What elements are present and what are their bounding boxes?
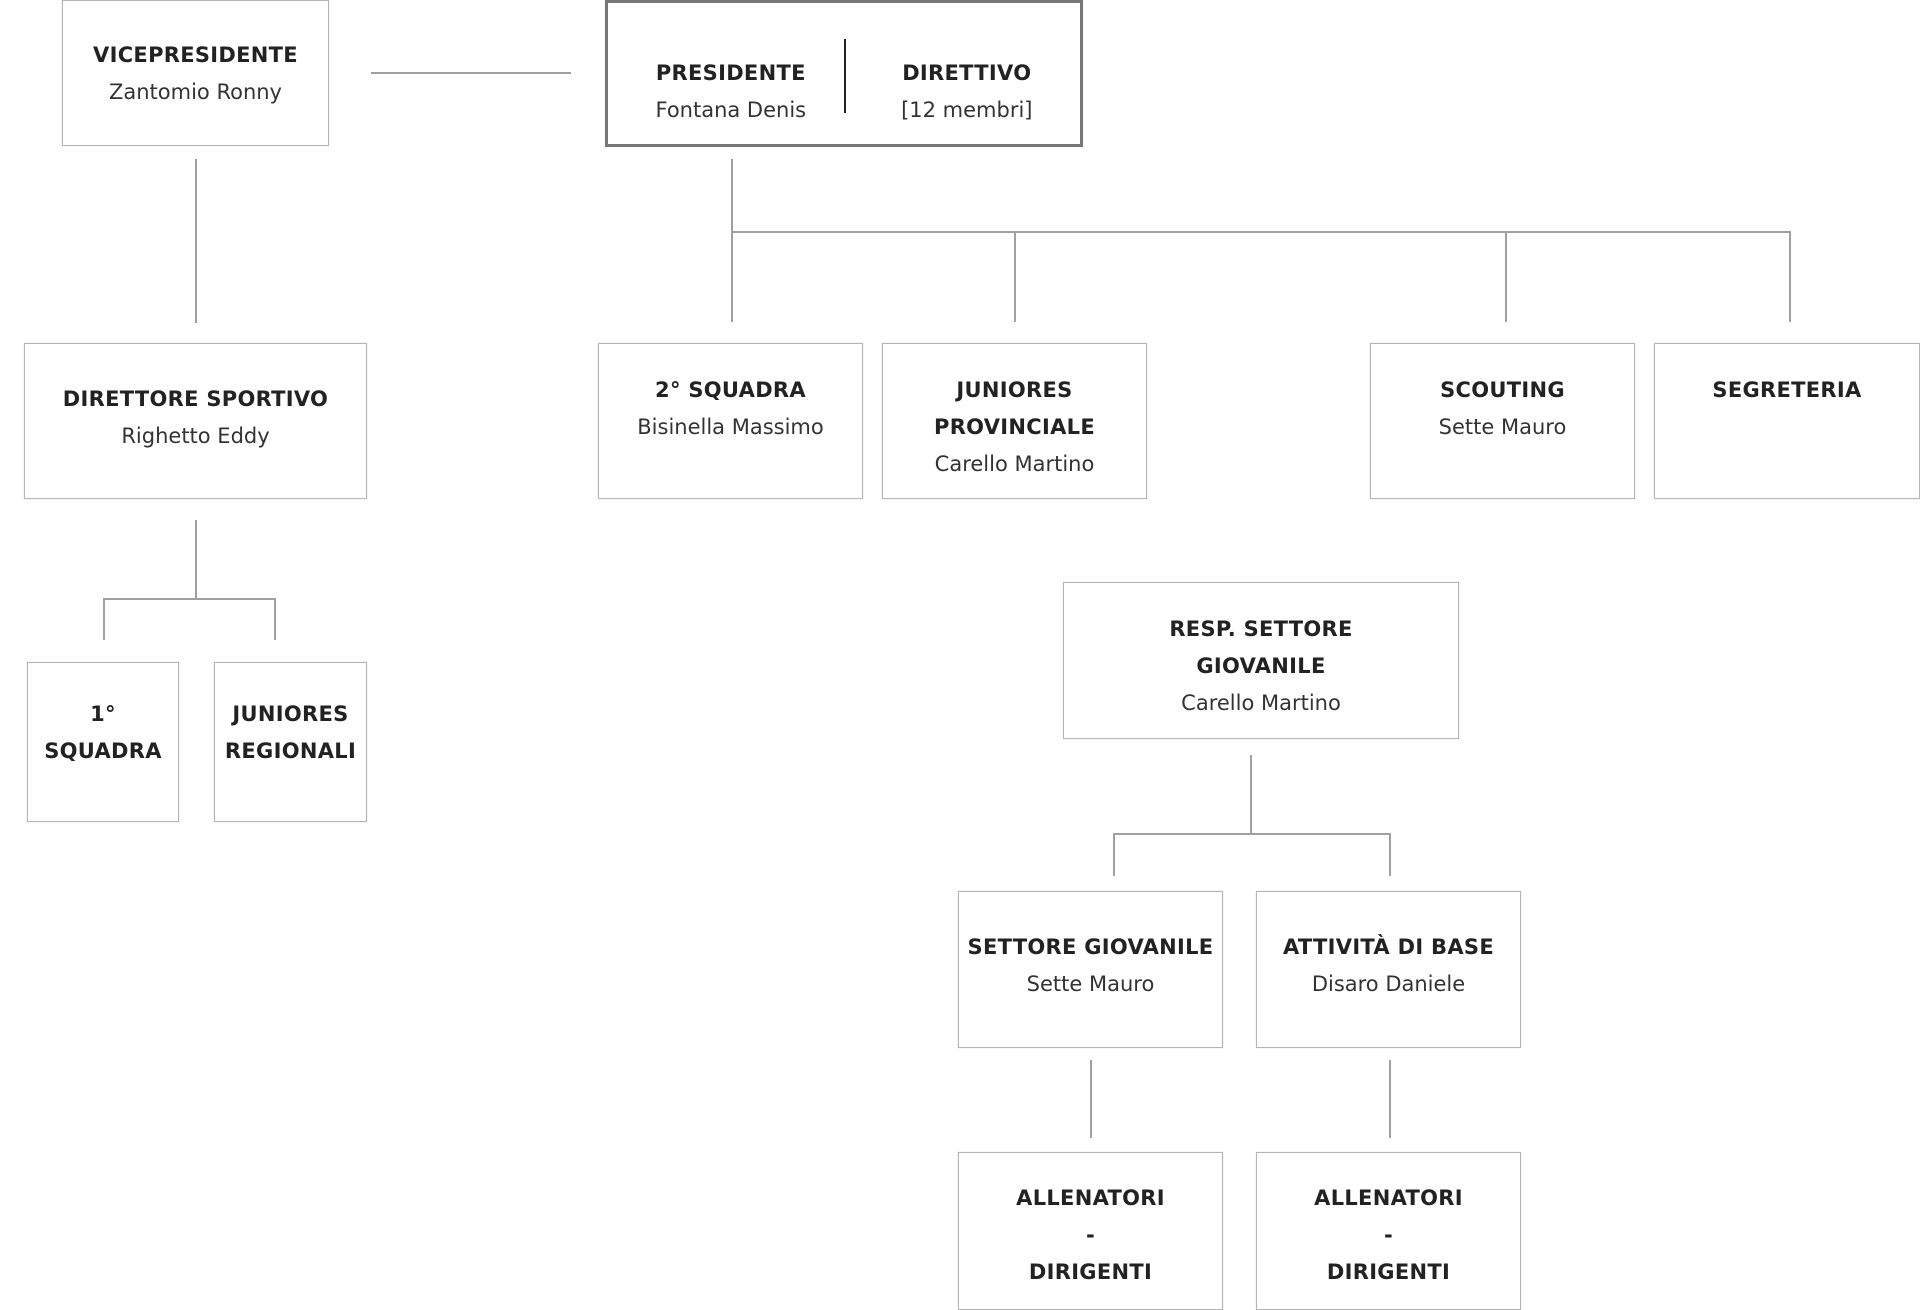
person-name: Disaro Daniele bbox=[1311, 972, 1466, 996]
role-title: SCOUTING bbox=[1440, 378, 1565, 402]
person-name: Righetto Eddy bbox=[121, 424, 270, 448]
resp-settore-giovanile-box: RESP. SETTORE GIOVANILE Carello Martino bbox=[1063, 582, 1459, 739]
segreteria-box: SEGRETERIA bbox=[1654, 343, 1920, 499]
connector-line bbox=[731, 159, 733, 322]
role-title: ATTIVITÀ DI BASE bbox=[1283, 935, 1494, 959]
person-name: Bisinella Massimo bbox=[637, 415, 824, 439]
connector-line bbox=[731, 231, 1789, 233]
role-title: RESP. SETTORE bbox=[1169, 617, 1353, 641]
connector-line bbox=[1090, 1060, 1092, 1138]
role-title: DIRIGENTI bbox=[1028, 1260, 1153, 1284]
person-name: Zantomio Ronny bbox=[108, 80, 282, 104]
divider bbox=[844, 39, 846, 113]
role-title: - bbox=[1383, 1223, 1394, 1247]
direttore-sportivo-box: DIRETTORE SPORTIVO Righetto Eddy bbox=[24, 343, 367, 499]
role-title: DIRETTIVO bbox=[902, 60, 1032, 85]
connector-line bbox=[1789, 231, 1791, 322]
seconda-squadra-box: 2° SQUADRA Bisinella Massimo bbox=[598, 343, 863, 499]
connector-line bbox=[195, 159, 197, 323]
connector-line bbox=[1113, 833, 1390, 835]
vicepresidente-box: VICEPRESIDENTE Zantomio Ronny bbox=[62, 0, 329, 146]
role-title: ALLENATORI bbox=[1314, 1186, 1463, 1210]
role-title: GIOVANILE bbox=[1196, 654, 1326, 678]
connector-line bbox=[195, 520, 197, 598]
role-title: SEGRETERIA bbox=[1712, 378, 1862, 402]
role-title: VICEPRESIDENTE bbox=[93, 43, 298, 67]
connector-line bbox=[1389, 1060, 1391, 1138]
presidente-direttivo-box: PRESIDENTE Fontana Denis DIRETTIVO [12 m… bbox=[605, 0, 1083, 147]
person-name: Carello Martino bbox=[1181, 691, 1341, 715]
role-title: JUNIORES bbox=[232, 702, 349, 726]
role-title: PRESIDENTE bbox=[655, 60, 806, 85]
presidente-section: PRESIDENTE Fontana Denis bbox=[655, 55, 806, 129]
prima-squadra-box: 1° SQUADRA bbox=[27, 662, 179, 822]
connector-line bbox=[371, 72, 571, 74]
role-title: SETTORE GIOVANILE bbox=[967, 935, 1214, 959]
allenatori-dirigenti-ab-box: ALLENATORI - DIRIGENTI bbox=[1256, 1152, 1521, 1310]
person-name: Fontana Denis bbox=[655, 97, 807, 122]
role-title: DIRIGENTI bbox=[1326, 1260, 1451, 1284]
person-name: Sette Mauro bbox=[1026, 972, 1155, 996]
scouting-box: SCOUTING Sette Mauro bbox=[1370, 343, 1635, 499]
connector-line bbox=[1389, 833, 1391, 876]
role-title: DIRETTORE SPORTIVO bbox=[62, 387, 329, 411]
role-title: SQUADRA bbox=[44, 739, 162, 763]
attivita-di-base-box: ATTIVITÀ DI BASE Disaro Daniele bbox=[1256, 891, 1521, 1048]
direttivo-section: DIRETTIVO [12 membri] bbox=[901, 55, 1032, 129]
juniores-provinciale-box: JUNIORES PROVINCIALE Carello Martino bbox=[882, 343, 1147, 499]
role-title: PROVINCIALE bbox=[934, 415, 1095, 439]
settore-giovanile-box: SETTORE GIOVANILE Sette Mauro bbox=[958, 891, 1223, 1048]
connector-line bbox=[103, 598, 105, 640]
role-title: - bbox=[1085, 1223, 1096, 1247]
juniores-regionali-box: JUNIORES REGIONALI bbox=[214, 662, 367, 822]
role-title: JUNIORES bbox=[956, 378, 1073, 402]
person-name: Carello Martino bbox=[934, 452, 1095, 476]
allenatori-dirigenti-sg-box: ALLENATORI - DIRIGENTI bbox=[958, 1152, 1223, 1310]
connector-line bbox=[274, 598, 276, 640]
connector-line bbox=[1505, 231, 1507, 322]
role-title: 2° SQUADRA bbox=[655, 378, 806, 402]
role-title: ALLENATORI bbox=[1016, 1186, 1165, 1210]
connector-line bbox=[103, 598, 275, 600]
role-title: REGIONALI bbox=[224, 739, 357, 763]
connector-line bbox=[1113, 833, 1115, 876]
role-title: 1° bbox=[90, 702, 116, 726]
connector-line bbox=[1250, 755, 1252, 833]
member-count: [12 membri] bbox=[901, 97, 1033, 122]
person-name: Sette Mauro bbox=[1438, 415, 1567, 439]
connector-line bbox=[1014, 231, 1016, 322]
